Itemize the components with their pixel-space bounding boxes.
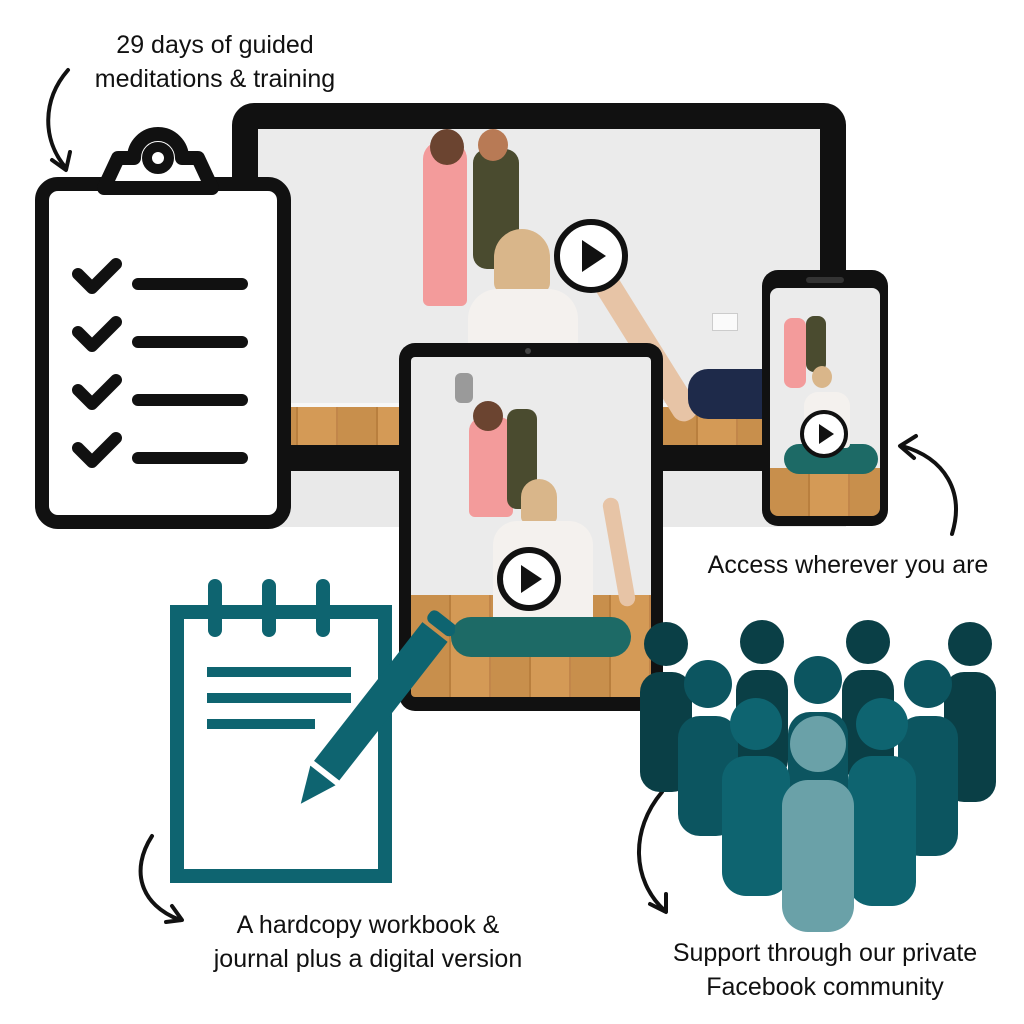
tablet-play-button[interactable] <box>497 547 561 611</box>
caption-access-line: Access wherever you are <box>707 551 989 579</box>
caption-community-line-1: Support through our private <box>672 939 978 967</box>
play-icon <box>818 424 834 444</box>
arrow-to-community-caption <box>637 790 666 912</box>
arrow-to-phone <box>900 444 958 536</box>
arrow-to-notepad <box>138 834 182 922</box>
play-icon <box>521 565 542 593</box>
people-group-icon <box>640 620 996 932</box>
caption-workbook-line-2: journal plus a digital version <box>213 945 523 973</box>
desktop-video[interactable] <box>258 129 820 445</box>
desktop-play-button[interactable] <box>554 219 628 293</box>
caption-community-line-2: Facebook community <box>706 973 944 1001</box>
caption-community: Support through our private Facebook com… <box>640 936 1010 1004</box>
caption-access: Access wherever you are <box>688 548 1008 582</box>
caption-meditations-line-2: meditations & training <box>94 65 336 93</box>
caption-meditations-line-1: 29 days of guided <box>116 31 314 59</box>
caption-meditations: 29 days of guided meditations & training <box>60 28 370 96</box>
smartphone <box>762 270 888 526</box>
clipboard-checklist-icon <box>35 127 291 529</box>
phone-video[interactable] <box>770 288 880 516</box>
arrow-to-clipboard <box>46 68 70 170</box>
play-icon <box>582 240 606 272</box>
phone-speaker <box>806 277 844 283</box>
notepad-pencil-icon <box>170 579 455 883</box>
desktop-monitor <box>232 103 846 471</box>
tablet <box>399 343 663 711</box>
tablet-camera <box>525 348 531 354</box>
tablet-video[interactable] <box>411 357 651 697</box>
caption-workbook-line-1: A hardcopy workbook & <box>236 911 500 939</box>
phone-play-button[interactable] <box>800 410 848 458</box>
caption-workbook: A hardcopy workbook & journal plus a dig… <box>178 908 558 976</box>
